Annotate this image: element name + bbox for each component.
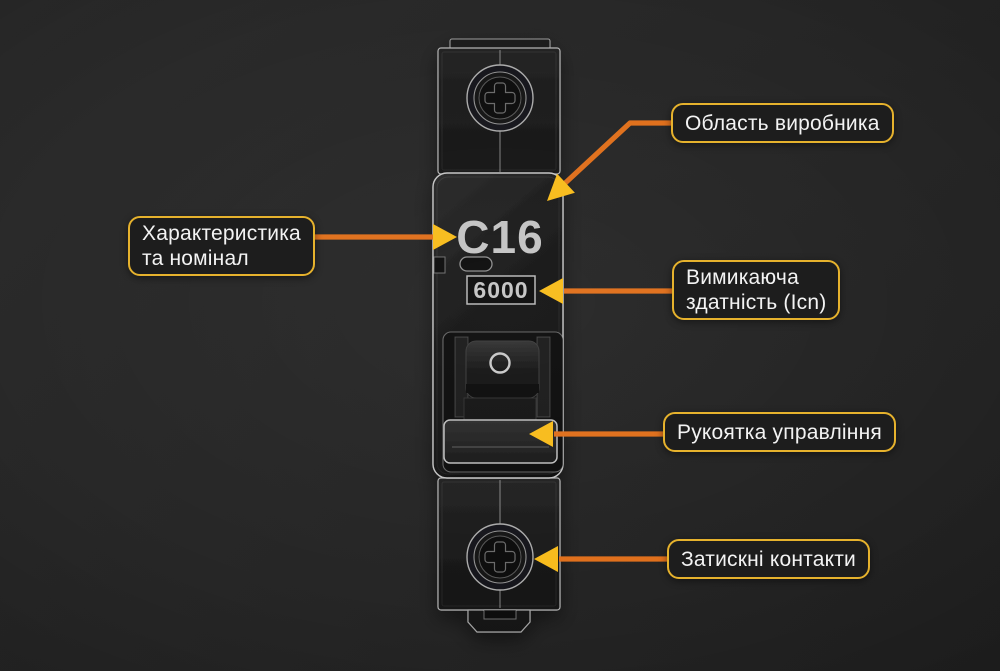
label-manufacturer-area-text: Область виробника [685,111,880,135]
label-clamp-contacts-text: Затискні контакти [681,547,856,571]
arrowhead-icon [433,224,457,250]
label-characteristic-rating: Характеристика та номінал [128,216,315,276]
label-control-handle-text: Рукоятка управління [677,420,882,444]
label-breaking-capacity: Вимикаюча здатність (Icn) [672,260,841,320]
off-indicator-icon [489,352,511,374]
label-breaking-capacity-text: Вимикаюча здатність (Icn) [686,266,827,314]
arrowhead-icon [529,421,553,447]
breaking-capacity-value: 6000 [473,277,528,303]
arrowhead-icon [539,278,563,304]
toggle-handle [443,419,558,464]
callout-connectors [313,120,672,572]
rating-marking: C16 [456,211,543,263]
indicator-window [459,256,493,272]
rocker-groove [466,384,539,393]
circuit-breaker: C16 6000 [432,38,564,633]
arrowhead-icon [547,173,575,201]
label-manufacturer-area: Область виробника [671,103,894,143]
arrowhead-icon [534,546,558,572]
side-slot [433,256,446,274]
top-terminal-bevel [441,51,557,171]
label-control-handle: Рукоятка управління [663,412,896,452]
bottom-terminal-bevel [441,481,557,607]
phillips-cross-icon [484,541,516,573]
label-clamp-contacts: Затискні контакти [667,539,870,579]
front-body-bevel [436,176,560,475]
label-characteristic-rating-text: Характеристика та номінал [142,222,301,270]
din-clip-notch [483,609,517,620]
top-terminal-screw-icon [466,64,534,132]
breaking-capacity-box [466,275,536,305]
connector-manufacturer-area [560,120,672,188]
phillips-cross-icon [484,82,516,114]
bottom-terminal-screw-icon [466,523,534,591]
